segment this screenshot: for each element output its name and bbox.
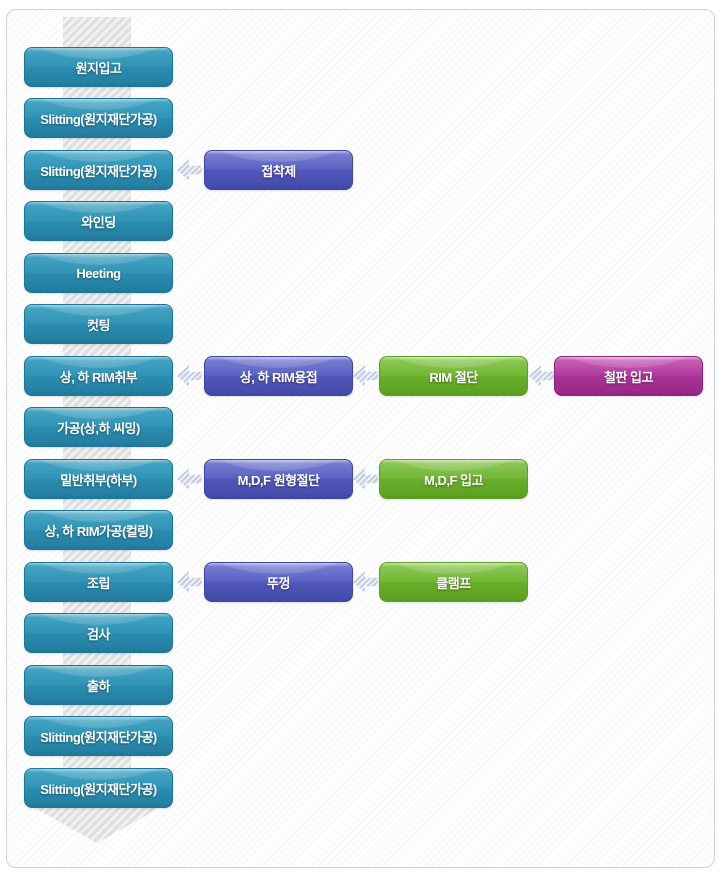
- left-arrow-icon: [353, 365, 378, 387]
- left-arrow-icon: [529, 365, 554, 387]
- input-box-mdf-input: M,D,F 입고: [379, 459, 528, 499]
- flow-step-heating: Heeting: [24, 253, 173, 293]
- flow-step-winding: 와인딩: [24, 201, 173, 241]
- flow-step-cutting: 컷팅: [24, 304, 173, 344]
- left-arrow-icon: [177, 571, 202, 593]
- flow-step-inspection: 검사: [24, 613, 173, 653]
- flow-arrow-head-icon: [33, 807, 161, 843]
- flow-step-shipping: 출하: [24, 665, 173, 705]
- flow-step-paper-input: 원지입고: [24, 47, 173, 87]
- flow-step-slitting-2: Slitting(원지재단가공): [24, 150, 173, 190]
- flow-step-slitting-4: Slitting(원지재단가공): [24, 768, 173, 808]
- input-box-clamp: 클램프: [379, 562, 528, 602]
- left-arrow-icon: [177, 159, 202, 181]
- input-box-steel-plate: 철판 입고: [554, 356, 703, 396]
- input-box-rim-cutting: RIM 절단: [379, 356, 528, 396]
- flow-step-curling: 상, 하 RIM가공(컬링): [24, 510, 173, 550]
- flow-step-assembly: 조립: [24, 562, 173, 602]
- input-box-lid: 뚜껑: [204, 562, 353, 602]
- flow-step-seaming: 가공(상,하 씨밍): [24, 407, 173, 447]
- left-arrow-icon: [353, 468, 378, 490]
- flow-step-bottom-attach: 밑반취부(하부): [24, 459, 173, 499]
- left-arrow-icon: [177, 365, 202, 387]
- input-box-adhesive: 접착제: [204, 150, 353, 190]
- flowchart-panel: 원지입고 Slitting(원지재단가공) Slitting(원지재단가공) 와…: [6, 9, 715, 868]
- left-arrow-icon: [353, 571, 378, 593]
- flow-step-slitting-1: Slitting(원지재단가공): [24, 98, 173, 138]
- flow-step-slitting-3: Slitting(원지재단가공): [24, 716, 173, 756]
- left-arrow-icon: [177, 468, 202, 490]
- input-box-mdf-cutting: M,D,F 원형절단: [204, 459, 353, 499]
- input-box-rim-welding: 상, 하 RIM용접: [204, 356, 353, 396]
- flow-step-rim-attach: 상, 하 RIM취부: [24, 356, 173, 396]
